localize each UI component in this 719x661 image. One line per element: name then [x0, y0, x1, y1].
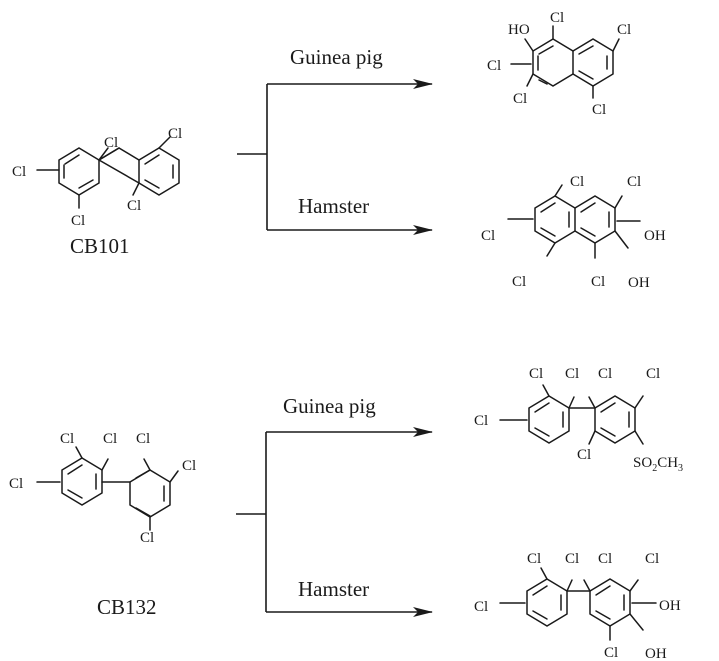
cb101-guinea-pig-metabolite	[510, 25, 620, 99]
cb101-hamster-label: Hamster	[298, 194, 369, 218]
so2ch3-ch: CH	[657, 455, 678, 471]
cb132-guinea-pig-label: Guinea pig	[283, 394, 376, 418]
cb101-ham-cl-4: Cl	[481, 228, 495, 244]
cb132-split-connector	[236, 432, 267, 612]
so2ch3-sub3: 3	[678, 463, 683, 474]
so2ch3-sub2: 2	[652, 463, 657, 474]
cb132-gp-cl-3: Cl	[529, 366, 543, 382]
cb132-cl-4: Cl	[9, 476, 23, 492]
cb101-structure	[36, 136, 180, 209]
cb132-gp-cl-6prime: Cl	[577, 447, 591, 463]
cb101-gp-cl-2: Cl	[550, 10, 564, 26]
cb132-ham-cl-3prime: Cl	[645, 551, 659, 567]
cb101-reaction: Cl Cl Cl Cl Cl CB101 Guinea pig Hamster	[12, 10, 666, 291]
cb132-gp-cl-2: Cl	[565, 366, 579, 382]
cb132-gp-cl-4: Cl	[474, 413, 488, 429]
cb101-ham-cl-2: Cl	[570, 174, 584, 190]
cb101-label: CB101	[70, 234, 130, 258]
cb101-cl-5: Cl	[71, 213, 85, 229]
cb132-gp-so2ch3: SO2CH3	[633, 455, 683, 474]
cb132-guinea-pig-metabolite	[499, 384, 644, 445]
cb132-gp-cl-2prime: Cl	[598, 366, 612, 382]
cb132-ham-cl-2prime: Cl	[598, 551, 612, 567]
cb101-hamster-metabolite	[507, 184, 641, 259]
cb132-ham-oh-5prime: OH	[645, 646, 667, 661]
cb132-cl-3prime: Cl	[182, 458, 196, 474]
cb132-cl-2: Cl	[103, 431, 117, 447]
cb101-ham-cl-2prime: Cl	[591, 274, 605, 290]
cb132-ham-cl-3: Cl	[527, 551, 541, 567]
cb132-structure	[36, 446, 179, 531]
cb132-cl-2prime: Cl	[136, 431, 150, 447]
cb132-gp-cl-3prime: Cl	[646, 366, 660, 382]
cb132-ham-cl-2: Cl	[565, 551, 579, 567]
cb101-gp-cl-5prime: Cl	[617, 22, 631, 38]
cb101-guinea-pig-label: Guinea pig	[290, 45, 383, 69]
cb101-ham-cl-5prime: Cl	[627, 174, 641, 190]
cb101-ham-cl-5: Cl	[512, 274, 526, 290]
cb101-gp-cl-5: Cl	[513, 91, 527, 107]
cb101-cl-2prime: Cl	[127, 198, 141, 214]
cb101-gp-ho: HO	[508, 22, 530, 38]
cb132-cl-3: Cl	[60, 431, 74, 447]
cb132-hamster-metabolite	[499, 567, 657, 641]
cb132-ham-cl-6prime: Cl	[604, 645, 618, 661]
cb132-cl-6prime: Cl	[140, 530, 154, 546]
cb101-split-connector	[237, 84, 268, 230]
cb101-ham-oh-3prime: OH	[628, 275, 650, 291]
cb101-cl-5prime: Cl	[168, 126, 182, 142]
cb132-hamster-label: Hamster	[298, 577, 369, 601]
cb132-reaction: Cl Cl Cl Cl Cl Cl CB132 Guinea pig Hamst…	[9, 366, 683, 661]
cb101-ham-oh-4prime: OH	[644, 228, 666, 244]
cb132-ham-cl-4: Cl	[474, 599, 488, 615]
cb132-ham-oh-4prime: OH	[659, 598, 681, 614]
cb132-label: CB132	[97, 595, 157, 619]
cb101-cl-4: Cl	[12, 164, 26, 180]
cb101-gp-cl-4: Cl	[487, 58, 501, 74]
cb101-cl-2: Cl	[104, 135, 118, 151]
so2ch3-so: SO	[633, 455, 652, 471]
cb101-gp-cl-2prime: Cl	[592, 102, 606, 118]
